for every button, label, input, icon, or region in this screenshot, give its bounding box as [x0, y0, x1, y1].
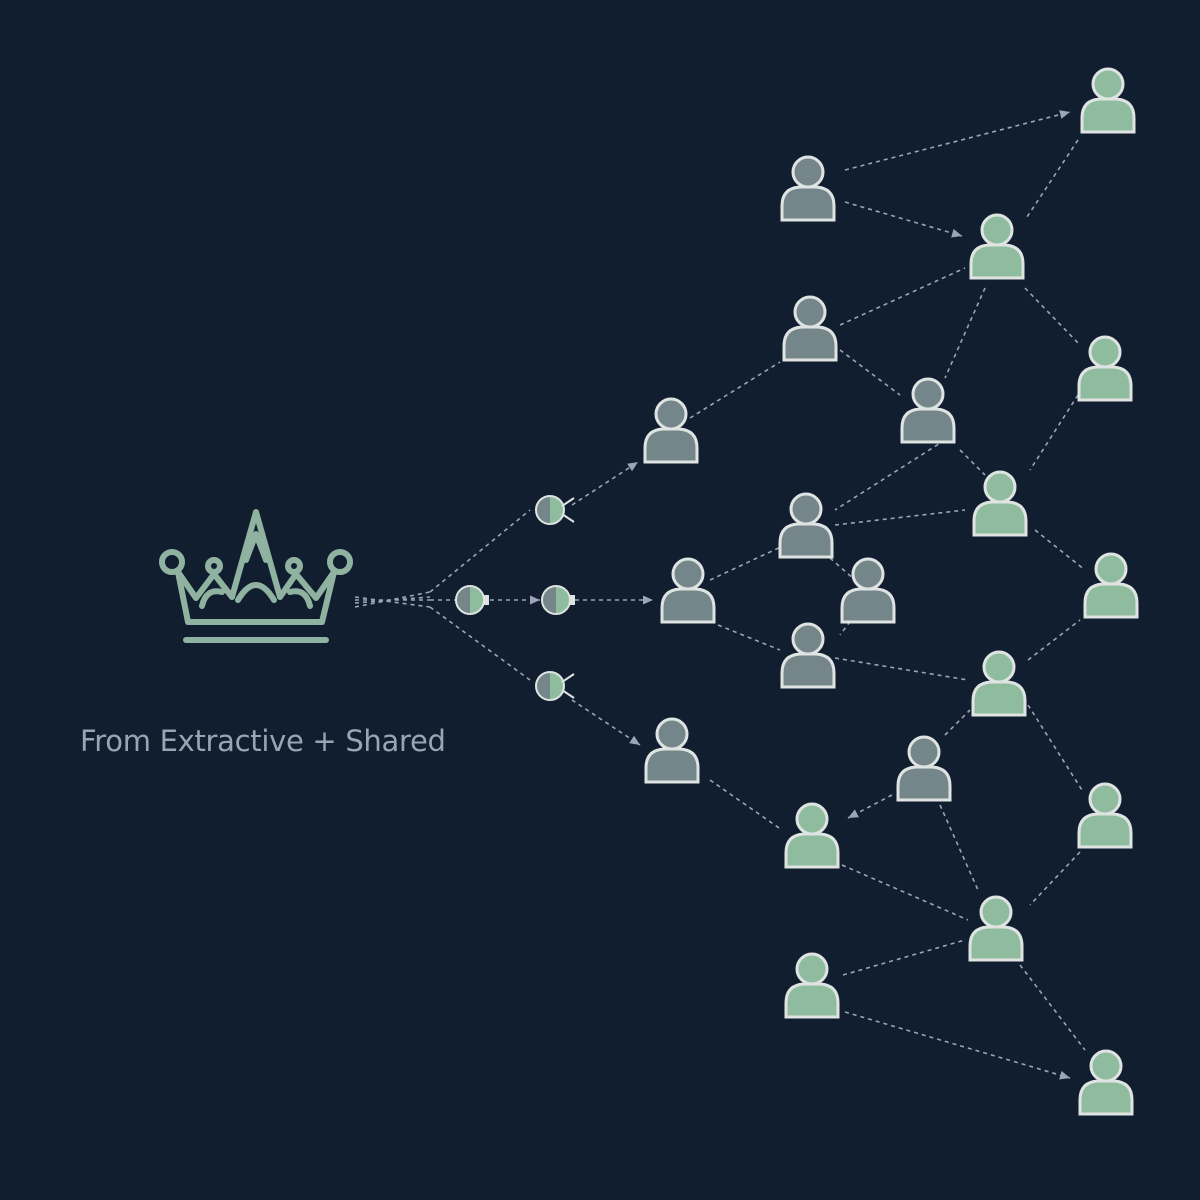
- split-coin-icon-c1: [535, 495, 575, 525]
- person-icon-p8: [972, 470, 1028, 537]
- connection-line-31: [709, 779, 783, 831]
- connection-line-25: [717, 624, 781, 651]
- person-icon-p20: [784, 952, 840, 1019]
- connection-line-32: [847, 794, 893, 819]
- person-icon-p16: [896, 735, 952, 802]
- connection-line-29: [1034, 529, 1086, 571]
- connection-line-39: [844, 1011, 1071, 1080]
- split-coin-icon-c4: [535, 671, 575, 701]
- connection-line-11: [571, 699, 641, 746]
- connection-line-15: [1024, 139, 1079, 221]
- connection-line-17: [839, 349, 901, 396]
- connection-line-20: [834, 439, 946, 511]
- connection-line-35: [939, 804, 979, 891]
- connection-line-16: [839, 267, 966, 326]
- person-icon-p9: [778, 492, 834, 559]
- connection-line-14: [844, 201, 963, 238]
- person-icon-p3: [969, 213, 1025, 280]
- coins-layer: [455, 495, 575, 701]
- connection-line-36: [841, 864, 969, 921]
- person-icon-p13: [780, 622, 836, 689]
- connection-line-6: [429, 606, 531, 681]
- person-icon-p17: [784, 802, 840, 869]
- connection-line-12: [689, 361, 781, 419]
- connection-line-34: [1027, 704, 1083, 791]
- person-icon-p14: [971, 650, 1027, 717]
- person-icon-p21: [1078, 1049, 1134, 1116]
- split-coin-icon-c3: [541, 585, 575, 615]
- connection-line-19: [1024, 287, 1081, 346]
- person-icon-p12: [1083, 552, 1139, 619]
- person-icon-p10: [660, 557, 716, 624]
- person-icon-p6: [900, 377, 956, 444]
- connection-line-22: [834, 509, 966, 526]
- connection-line-38: [842, 939, 966, 976]
- connection-line-23: [1029, 394, 1079, 471]
- connection-line-10: [571, 461, 639, 506]
- connection-line-37: [1029, 851, 1081, 906]
- person-icon-p18: [1077, 782, 1133, 849]
- person-icon-p5: [1077, 335, 1133, 402]
- people-layer: [643, 67, 1139, 1116]
- connection-line-33: [944, 709, 971, 736]
- connection-line-24: [709, 544, 786, 581]
- connection-line-30: [1027, 619, 1081, 661]
- connection-line-21: [959, 449, 986, 476]
- person-icon-p19: [968, 895, 1024, 962]
- person-icon-p4: [782, 295, 838, 362]
- connection-line-13: [844, 110, 1071, 171]
- person-icon-p11: [840, 557, 896, 624]
- connection-line-5: [429, 509, 531, 593]
- connection-line-40: [1019, 964, 1086, 1051]
- person-icon-p15: [644, 717, 700, 784]
- connection-line-26: [829, 557, 856, 581]
- split-coin-icon-c2: [455, 585, 489, 615]
- person-icon-p2: [780, 155, 836, 222]
- person-icon-p7: [643, 397, 699, 464]
- connection-line-28: [834, 657, 969, 681]
- crown-icon: [159, 509, 353, 643]
- connection-line-18: [944, 287, 986, 379]
- edges-layer: [354, 110, 1086, 1080]
- diagram-caption: From Extractive + Shared: [80, 724, 446, 758]
- person-icon-p1: [1080, 67, 1136, 134]
